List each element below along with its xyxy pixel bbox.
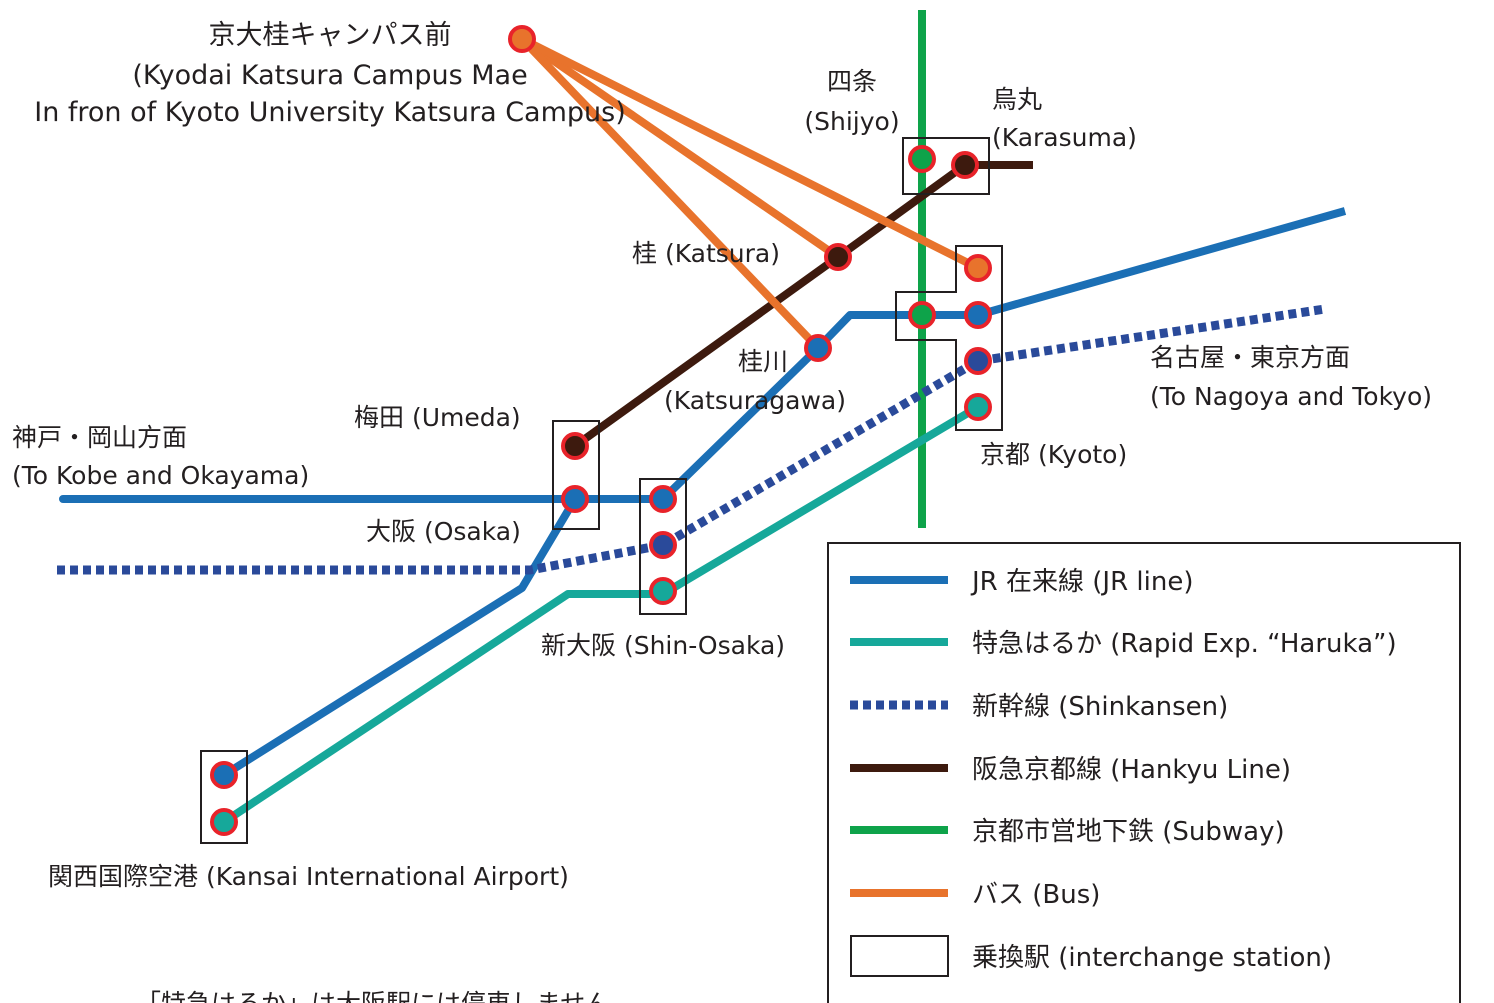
- legend-label-interchange: 乗換駅 (interchange station): [972, 943, 1332, 973]
- label-nagoya-ja: 名古屋・東京方面: [1150, 343, 1350, 372]
- label-umeda: 梅田 (Umeda): [354, 403, 521, 432]
- label-shijyo-ja: 四条: [827, 67, 877, 96]
- legend-label-bus: バス (Bus): [972, 880, 1100, 910]
- station-kansai-jr: [210, 761, 238, 789]
- label-kyoto: 京都 (Kyoto): [980, 440, 1127, 469]
- label-nagoya-en: (To Nagoya and Tokyo): [1150, 382, 1432, 411]
- stations: [210, 25, 992, 836]
- label-shin-osaka: 新大阪 (Shin-Osaka): [541, 631, 785, 660]
- station-katsura: [824, 243, 852, 271]
- station-kyoto-jr: [964, 301, 992, 329]
- label-campus-en1: (Kyodai Katsura Campus Mae: [132, 60, 527, 91]
- station-kyoto-shinkansen: [964, 347, 992, 375]
- label-campus-ja: 京大桂キャンパス前: [209, 20, 452, 51]
- label-kobe-ja: 神戸・岡山方面: [12, 423, 187, 452]
- station-osaka: [561, 485, 589, 513]
- legend-item-bus: バス (Bus): [850, 880, 1100, 910]
- legend-item-interchange: 乗換駅 (interchange station): [850, 935, 1332, 977]
- station-shijyo: [908, 145, 936, 173]
- label-katsuragawa-en: (Katsuragawa): [664, 386, 846, 415]
- map-labels: 京大桂キャンパス前 (Kyodai Katsura Campus Mae In …: [12, 20, 1432, 1003]
- interchange-box-swatch: [850, 935, 949, 977]
- label-kansai: 関西国際空港 (Kansai International Airport): [48, 862, 569, 891]
- station-kyodai-katsura-campus: [508, 25, 536, 53]
- label-katsura: 桂 (Katsura): [632, 239, 780, 268]
- station-kyoto-bus: [964, 254, 992, 282]
- label-osaka: 大阪 (Osaka): [366, 517, 521, 546]
- legend-item-subway: 京都市営地下鉄 (Subway): [850, 817, 1285, 847]
- station-karasuma: [951, 151, 979, 179]
- legend-frame: [827, 542, 1461, 1003]
- legend-label-haruka: 特急はるか (Rapid Exp. “Haruka”): [972, 629, 1397, 659]
- interchange-boxes: [200, 137, 1003, 844]
- legend-label-hankyu: 阪急京都線 (Hankyu Line): [972, 755, 1291, 785]
- interchange-shijyo-karasuma: [902, 137, 990, 195]
- shinkansen-line: [57, 304, 1326, 575]
- label-campus-en2: In fron of Kyoto University Katsura Camp…: [34, 97, 626, 128]
- haruka-note: 「特急はるか」は大阪駅には停車しません: [136, 989, 610, 1003]
- station-shin-osaka-shinkansen: [649, 531, 677, 559]
- station-kansai-haruka: [210, 808, 238, 836]
- label-katsuragawa-ja: 桂川: [738, 347, 788, 376]
- legend-item-jr: JR 在来線 (JR line): [850, 567, 1193, 597]
- bus-lines: [519, 35, 980, 351]
- interchange-umeda-osaka: [552, 420, 600, 530]
- legend-label-jr: JR 在来線 (JR line): [970, 567, 1193, 597]
- legend-item-haruka: 特急はるか (Rapid Exp. “Haruka”): [850, 629, 1397, 659]
- interchange-kansai: [200, 750, 248, 844]
- station-shin-osaka-haruka: [649, 577, 677, 605]
- label-karasuma-ja: 烏丸: [992, 85, 1042, 114]
- interchange-kyoto: [895, 245, 1003, 431]
- station-umeda: [561, 432, 589, 460]
- legend-label-shinkansen: 新幹線 (Shinkansen): [972, 692, 1228, 722]
- legend-item-hankyu: 阪急京都線 (Hankyu Line): [850, 755, 1291, 785]
- legend-label-subway: 京都市営地下鉄 (Subway): [972, 817, 1285, 847]
- station-shin-osaka-jr: [649, 485, 677, 513]
- legend-item-shinkansen: 新幹線 (Shinkansen): [850, 692, 1228, 722]
- hankyu-line: [572, 161, 1033, 450]
- interchange-shin-osaka: [639, 478, 687, 615]
- label-shijyo-en: (Shijyo): [804, 107, 899, 136]
- label-karasuma-en: (Karasuma): [992, 123, 1137, 152]
- station-kyoto-subway: [908, 301, 936, 329]
- station-katsuragawa: [804, 334, 832, 362]
- station-kyoto-haruka: [964, 393, 992, 421]
- legend: JR 在来線 (JR line) 特急はるか (Rapid Exp. “Haru…: [827, 542, 1461, 1003]
- label-kobe-en: (To Kobe and Okayama): [12, 461, 309, 490]
- haruka-line: [221, 403, 981, 826]
